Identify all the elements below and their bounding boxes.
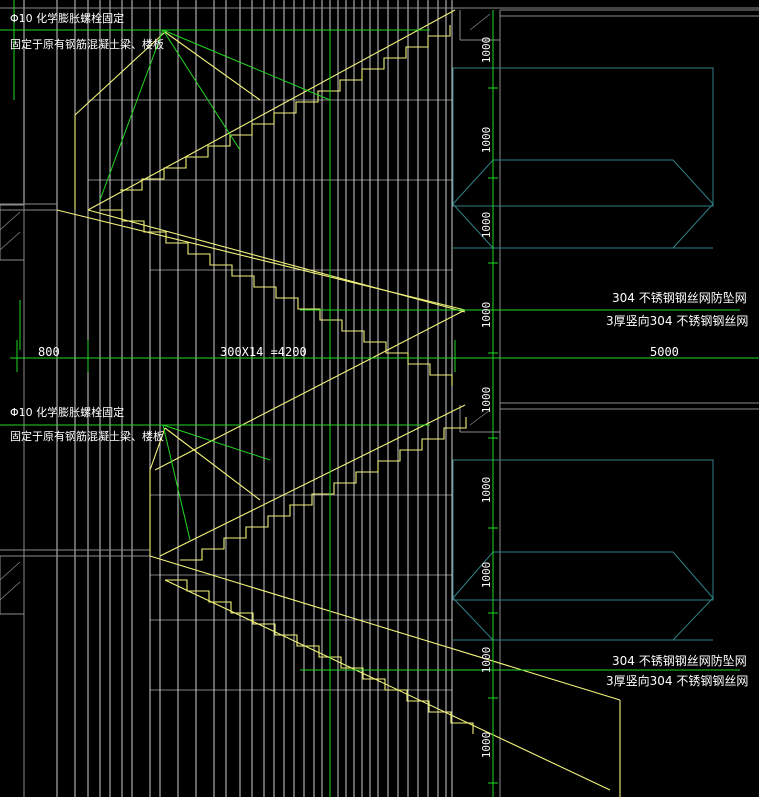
top-anchor-note-line1: Φ10 化学膨胀螺栓固定 <box>10 11 124 25</box>
wall-hatching <box>0 13 491 601</box>
top-mesh-note-line2: 3厚竖向304 不锈钢钢丝网 <box>606 313 748 328</box>
existing-structure <box>0 7 759 797</box>
annotation-text: Φ10 化学膨胀螺栓固定 固定于原有钢筋混凝土梁、楼板 Φ10 化学膨胀螺栓固定… <box>10 11 748 688</box>
stair-flights <box>56 9 621 797</box>
mesh-panels <box>452 67 714 641</box>
top-mesh-note-line1: 304 不锈钢钢丝网防坠网 <box>612 290 747 305</box>
dimension-800: 800 <box>38 345 60 359</box>
bottom-mesh-note-line2: 3厚竖向304 不锈钢钢丝网 <box>606 673 748 688</box>
dimension-5000: 5000 <box>650 345 679 359</box>
dimension-stair-run: 300X14 =4200 <box>220 345 307 359</box>
vertical-grid-lines <box>23 0 453 797</box>
vertical-dimension-label: 1000 <box>480 37 493 64</box>
vertical-dimension-label: 1000 <box>480 212 493 239</box>
vertical-dimension-label: 1000 <box>480 477 493 504</box>
vertical-dimension-label: 1000 <box>480 127 493 154</box>
vertical-dimension-labels: 1000 1000 1000 1000 1000 1000 1000 1000 1000 <box>480 37 498 784</box>
vertical-dimension-label: 1000 <box>480 387 493 414</box>
vertical-dimension-label: 1000 <box>480 732 493 759</box>
top-anchor-note-line2: 固定于原有钢筋混凝土梁、楼板 <box>10 37 164 51</box>
vertical-dimension-label: 1000 <box>480 562 493 589</box>
bottom-mesh-note-line1: 304 不锈钢钢丝网防坠网 <box>612 653 747 668</box>
bottom-anchor-note-line1: Φ10 化学膨胀螺栓固定 <box>10 405 124 419</box>
vertical-dimension-label: 1000 <box>480 647 493 674</box>
bottom-anchor-note-line2: 固定于原有钢筋混凝土梁、楼板 <box>10 429 164 443</box>
vertical-dimension-label: 1000 <box>480 302 493 329</box>
